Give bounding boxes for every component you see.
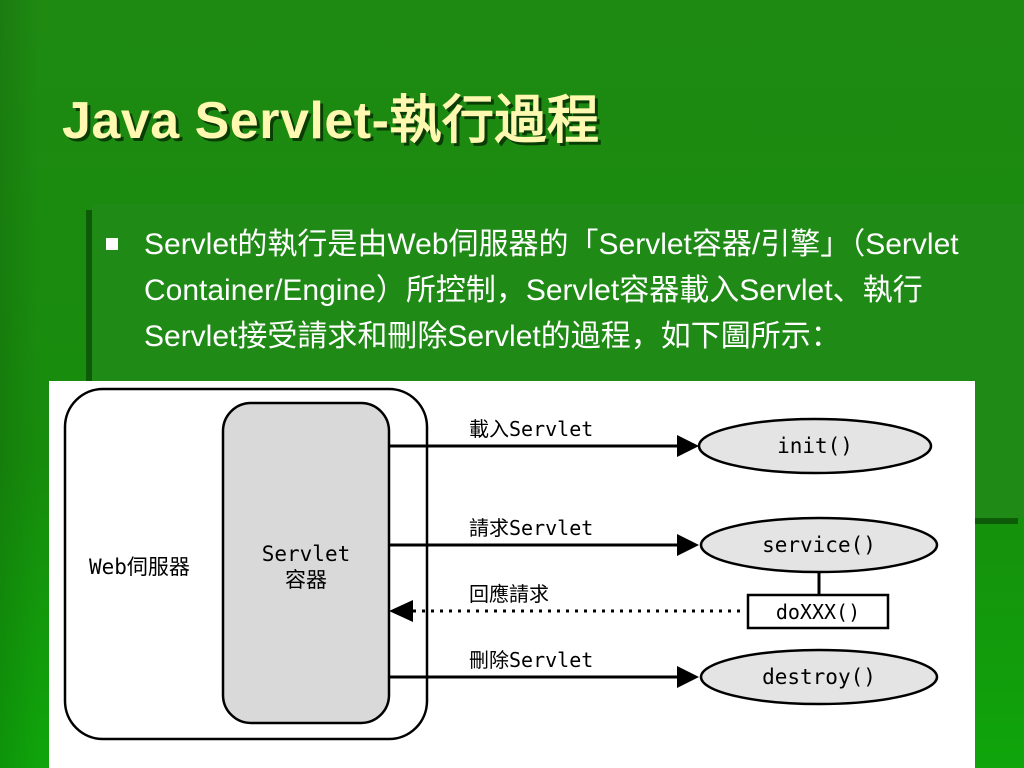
flow-label-load: 載入Servlet [469,417,593,441]
doxxx-box [746,593,890,630]
destroy-arrow-head [677,666,699,688]
servlet-lifecycle-diagram: Web伺服器 Servlet 容器 載入Servlet init() 請求Ser… [49,381,975,768]
background-shade [0,0,40,768]
init-label: init() [777,434,853,458]
doxxx-label: doXXX() [776,600,860,624]
flow-label-response: 回應請求 [469,582,549,606]
slide-title: Java Servlet-執行過程 [62,92,600,150]
destroy-label: destroy() [762,665,876,689]
init-ellipse [697,417,933,475]
servlet-container-label: Servlet [262,542,351,566]
request-arrow-head [677,534,699,556]
square-bullet-icon [106,238,118,250]
servlet-container-box [221,401,391,725]
flow-label-request: 請求Servlet [469,516,593,540]
flow-label-destroy: 刪除Servlet [469,648,593,672]
bullet-text: Servlet的執行是由Web伺服器的「Servlet容器/引擎」（Servle… [144,228,959,353]
service-label: service() [762,533,876,557]
response-arrow-head [389,600,413,622]
destroy-ellipse [699,648,939,706]
web-server-label: Web伺服器 [89,555,190,579]
load-arrow-head [677,435,699,457]
servlet-container-label-2: 容器 [285,568,327,592]
